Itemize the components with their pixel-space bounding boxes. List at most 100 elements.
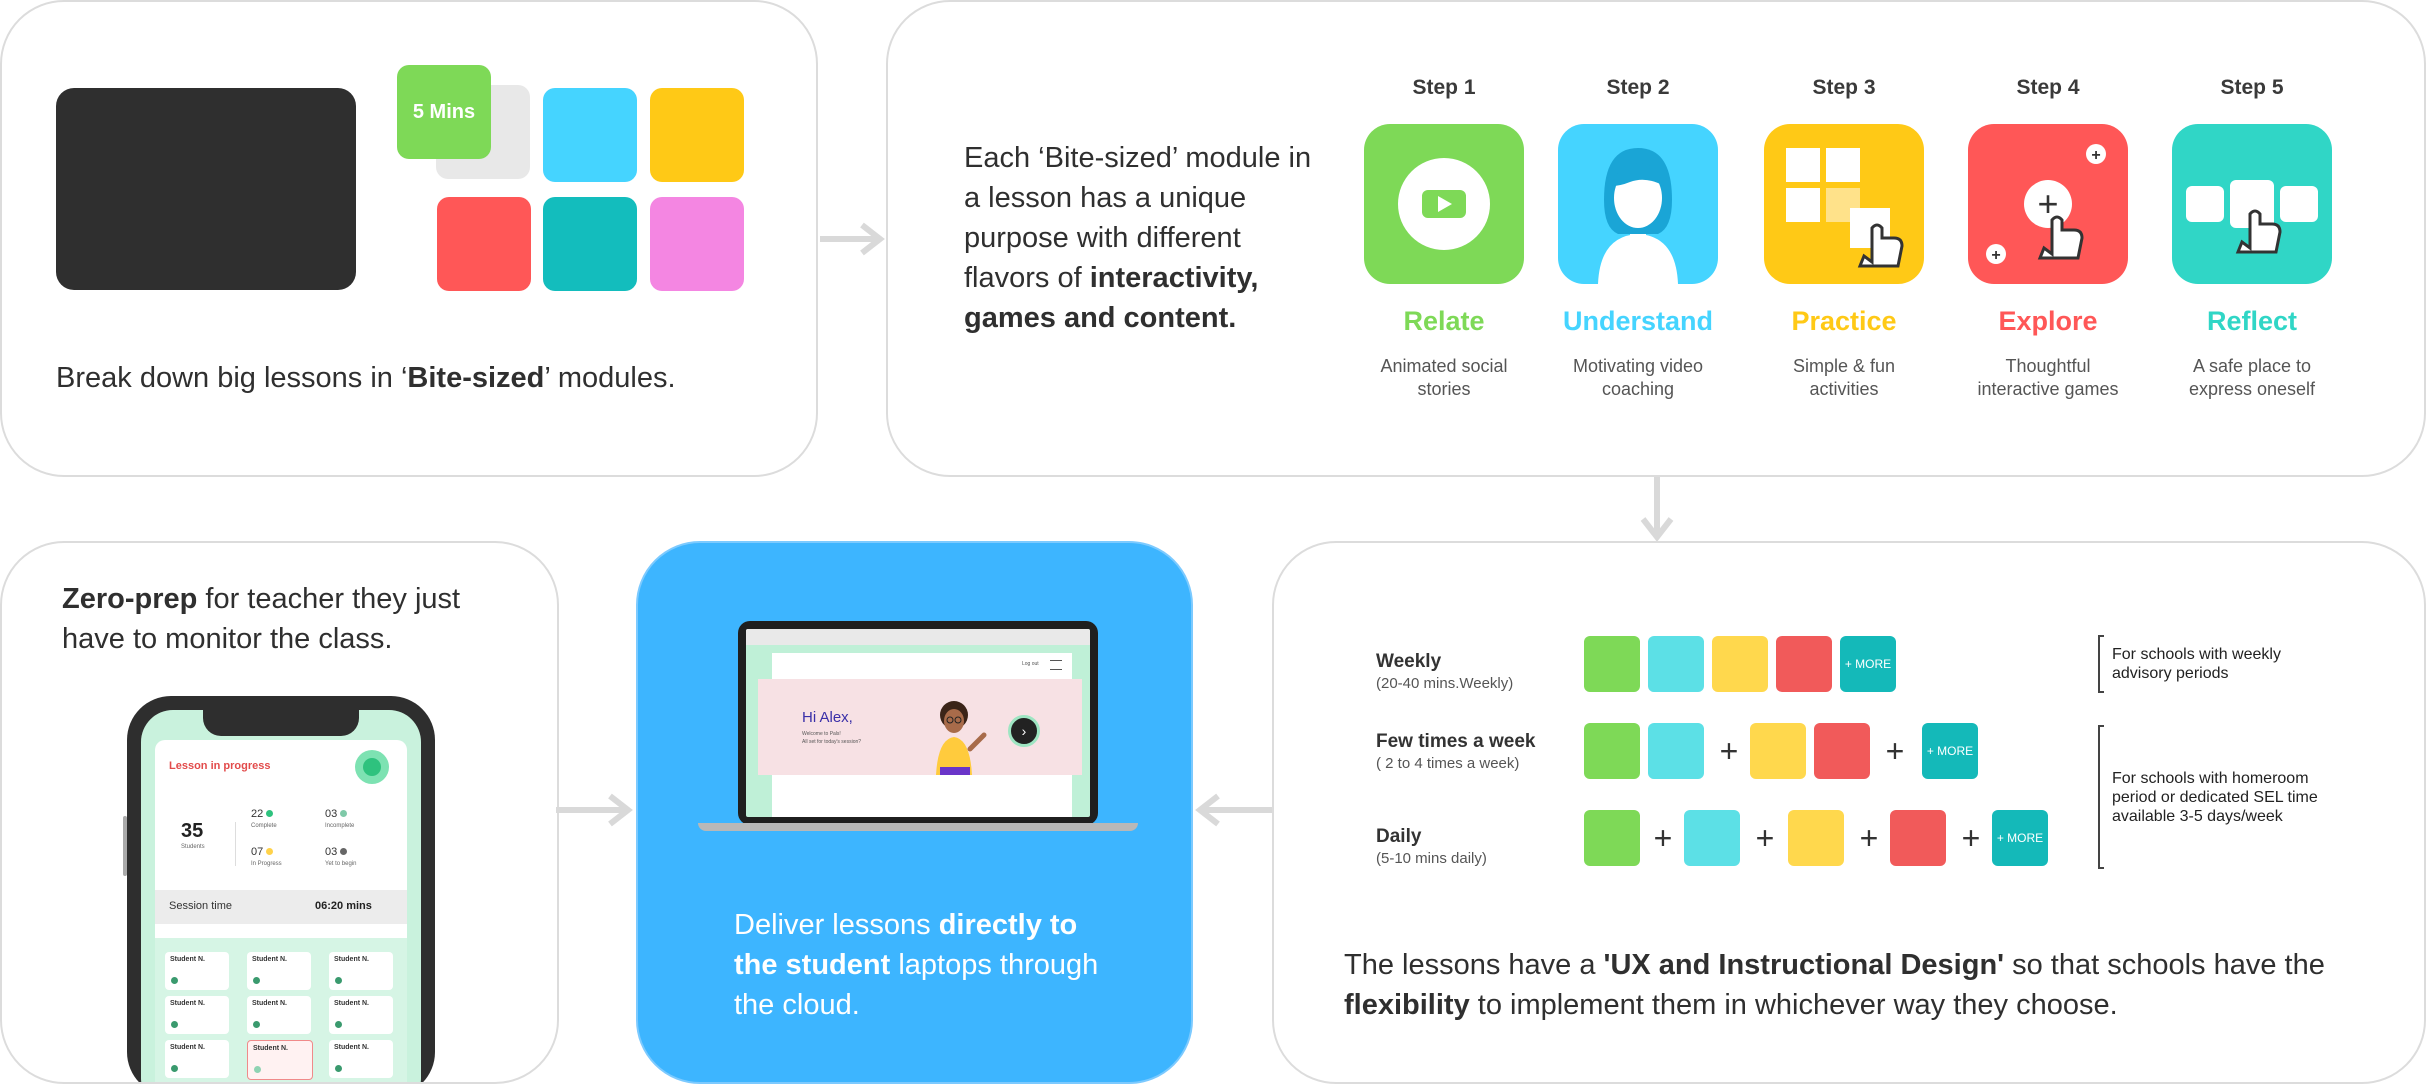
- student-tile-selected[interactable]: Student N.: [247, 1040, 313, 1080]
- svg-text:+: +: [2037, 183, 2058, 224]
- module-block-yellow: [650, 88, 744, 182]
- student-tile[interactable]: Student N.: [247, 952, 311, 990]
- lesson-block-dark: [56, 88, 356, 290]
- lesson-status: Lesson in progress: [169, 760, 271, 772]
- student-tile[interactable]: Student N.: [329, 952, 393, 990]
- in-progress-label: In Progress: [251, 861, 282, 867]
- weekly-more-button[interactable]: + MORE: [1840, 636, 1896, 692]
- bracket-weekly-tick-bottom: [2098, 691, 2104, 693]
- student-grid: Student N. Student N. Student N. Student…: [155, 938, 407, 1082]
- grid-pointer-icon: [1786, 148, 1904, 268]
- arrow-right-icon: [556, 793, 633, 827]
- plus-icon: +: [1961, 820, 1981, 856]
- welcome-banner: Hi Alex, Welcome to Pals! All set for to…: [758, 679, 1082, 775]
- note-weekly: For schools with weekly advisory periods: [2112, 646, 2281, 682]
- note-daily: For schools with homeroom period or dedi…: [2112, 770, 2318, 825]
- student-tile[interactable]: Student N.: [165, 1040, 229, 1078]
- understand-tile: [1558, 124, 1718, 284]
- bite-sized-card: 5 Mins Break down big lessons in ‘Bite-s…: [0, 0, 818, 477]
- person-icon: [1598, 148, 1678, 284]
- schedule-weekly-label: Weekly(20-40 mins.Weekly): [1376, 651, 1514, 692]
- daily-block-cyan: [1684, 810, 1740, 866]
- step-number: Step 4: [2016, 76, 2080, 99]
- student-tile[interactable]: Student N.: [247, 996, 311, 1034]
- status-toggle[interactable]: [355, 750, 389, 784]
- greeting-sub-2: All set for today's session?: [802, 739, 862, 745]
- bracket-daily-tick-bottom: [2098, 867, 2104, 869]
- step-name: Explore: [1998, 306, 2098, 336]
- laptop: Log out Hi Alex, Welcome to Pals! All se…: [698, 621, 1138, 831]
- complete-label: Complete: [251, 823, 277, 829]
- few-block-green: [1584, 723, 1640, 779]
- plus-icon: +: [1885, 733, 1905, 769]
- phone-card: Lesson in progress 35 Students 22 Comple…: [155, 740, 407, 1082]
- plus-icon: +: [1755, 820, 1775, 856]
- phone-notch: [203, 710, 359, 736]
- student-tile[interactable]: Student N.: [329, 1040, 393, 1078]
- laptop-base: [698, 823, 1138, 831]
- bracket-daily-tick-top: [2098, 725, 2104, 727]
- svg-text:+: +: [2091, 147, 2100, 164]
- step-number: Step 5: [2220, 76, 2284, 99]
- students-count: 35: [181, 820, 204, 842]
- daily-block-green: [1584, 810, 1640, 866]
- student-tile[interactable]: Student N.: [165, 996, 229, 1034]
- weekly-block-red: [1776, 636, 1832, 692]
- complete-stat: 22: [251, 808, 274, 820]
- teacher-caption: Zero-prep for teacher they just have to …: [62, 583, 461, 655]
- students-label: Students: [181, 844, 205, 850]
- teacher-phone: Lesson in progress 35 Students 22 Comple…: [123, 696, 435, 1082]
- few-block-yellow: [1750, 723, 1806, 779]
- few-block-red: [1814, 723, 1870, 779]
- arrow-right-icon: [820, 222, 885, 256]
- schedule-caption: The lessons have a 'UX and Instructional…: [1344, 949, 2325, 1021]
- schedule-few-times-label: Few times a week( 2 to 4 times a week): [1376, 731, 1536, 772]
- bracket-weekly: [2098, 635, 2100, 693]
- greeting: Hi Alex,: [802, 709, 853, 726]
- weekly-block-green: [1584, 636, 1640, 692]
- plus-icon: +: [1719, 733, 1739, 769]
- cards-pointer-icon: [2186, 180, 2318, 254]
- modules-card: Each ‘Bite-sized’ module in a lesson has…: [886, 0, 2426, 477]
- daily-more-button[interactable]: + MORE: [1992, 810, 2048, 866]
- in-progress-stat: 07: [251, 846, 274, 858]
- reflect-tile: [2172, 124, 2332, 284]
- svg-text:+: +: [1991, 247, 2000, 264]
- session-label: Session time: [169, 900, 232, 912]
- incomplete-label: Incomplete: [325, 823, 355, 829]
- phone-screen: Lesson in progress 35 Students 22 Comple…: [141, 710, 421, 1082]
- student-tile[interactable]: Student N.: [329, 996, 393, 1034]
- stats-divider: [235, 822, 236, 866]
- plus-icon: +: [1859, 820, 1879, 856]
- explore-tile: + + +: [1968, 124, 2128, 284]
- step-name: Practice: [1791, 306, 1897, 336]
- bite-sized-caption: Break down big lessons in ‘Bite-sized’ m…: [56, 362, 676, 394]
- avatar-illustration: [936, 701, 987, 775]
- start-button[interactable]: ›: [1008, 715, 1040, 747]
- few-more-button[interactable]: + MORE: [1922, 723, 1978, 779]
- plus-pointer-icon: + + +: [1986, 144, 2106, 264]
- hamburger-icon[interactable]: [1050, 660, 1062, 670]
- student-tile[interactable]: Student N.: [165, 952, 229, 990]
- module-duration-label: 5 Mins: [412, 100, 476, 123]
- yet-to-begin-stat: 03: [325, 846, 348, 858]
- step-name: Reflect: [2206, 306, 2298, 336]
- weekly-block-yellow: [1712, 636, 1768, 692]
- logout-link[interactable]: Log out: [1022, 661, 1039, 667]
- session-value: 06:20 mins: [315, 900, 372, 912]
- step-number: Step 2: [1606, 76, 1670, 99]
- module-block-pink: [650, 197, 744, 291]
- laptop-screen: Log out Hi Alex, Welcome to Pals! All se…: [746, 629, 1090, 817]
- step-number: Step 1: [1412, 76, 1476, 99]
- module-badge-green: 5 Mins: [397, 65, 491, 159]
- greeting-sub-1: Welcome to Pals!: [802, 731, 841, 737]
- schedule-daily-label: Daily(5-10 mins daily): [1376, 826, 1487, 867]
- relate-tile: [1364, 124, 1524, 284]
- schedule-card: Weekly(20-40 mins.Weekly) + MORE Few tim…: [1272, 541, 2426, 1084]
- module-block-cyan: [543, 88, 637, 182]
